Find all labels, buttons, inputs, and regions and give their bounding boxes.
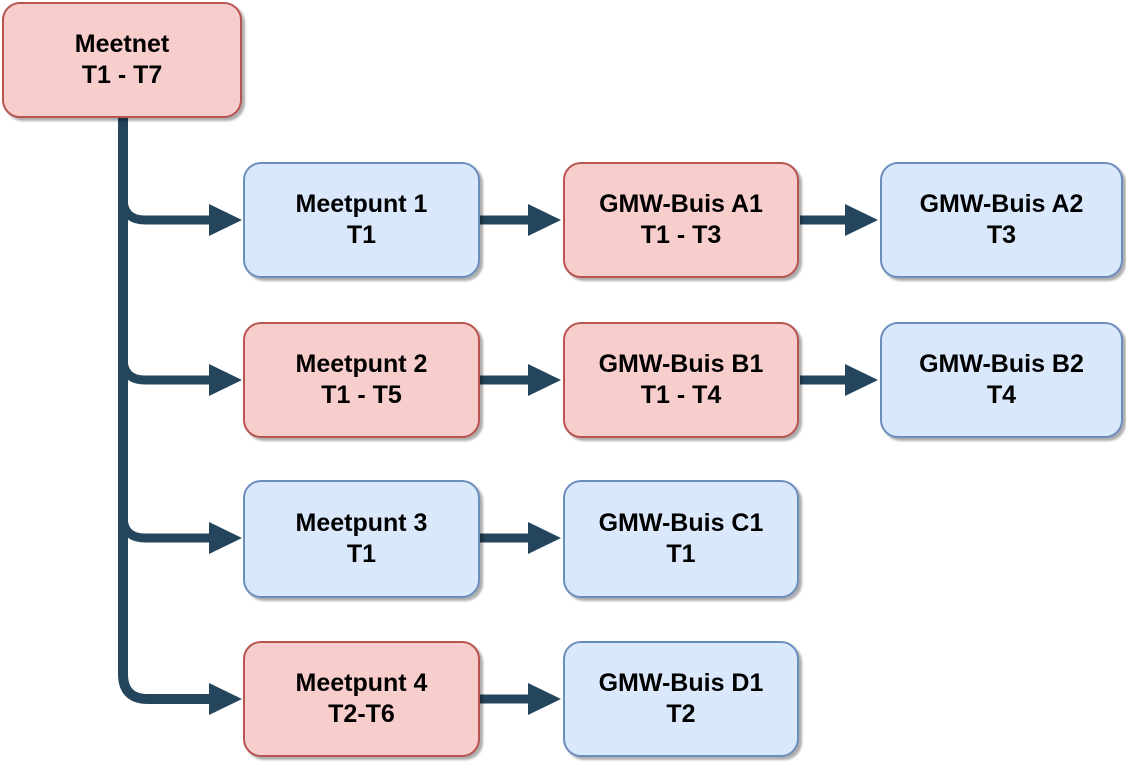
node-gmw-buis-b1: GMW-Buis B1 T1 - T4 [563, 322, 799, 438]
node-meetpunt-1: Meetpunt 1 T1 [243, 162, 480, 278]
node-gmw-buis-a1: GMW-Buis A1 T1 - T3 [563, 162, 799, 278]
node-meetpunt-2-range: T1 - T5 [321, 381, 402, 409]
connector-branch-row1 [118, 170, 210, 225]
node-meetpunt-3: Meetpunt 3 T1 [243, 480, 480, 598]
node-meetnet-name: Meetnet [74, 30, 170, 58]
node-gmw-buis-a2-range: T3 [986, 221, 1017, 249]
node-gmw-buis-a2: GMW-Buis A2 T3 [880, 162, 1123, 278]
connector-branch-row3 [118, 490, 210, 543]
arrowhead-meetpunt2-gmwb1 [528, 364, 561, 396]
node-gmw-buis-c1-range: T1 [666, 540, 696, 568]
node-meetpunt-3-range: T1 [346, 540, 377, 568]
node-gmw-buis-d1: GMW-Buis D1 T2 [563, 641, 799, 757]
node-gmw-buis-d1-range: T2 [666, 700, 696, 728]
arrowhead-meetpunt3-gmwc1 [528, 522, 561, 554]
node-gmw-buis-d1-name: GMW-Buis D1 [598, 669, 764, 697]
arrowhead-meetpunt1-gmwa1 [528, 204, 561, 236]
arrowhead-branch-row3 [209, 522, 242, 554]
connector-branch-row2 [118, 330, 210, 385]
node-meetpunt-4-range: T2-T6 [328, 700, 395, 728]
node-meetpunt-1-range: T1 [346, 221, 377, 249]
node-meetnet-range: T1 - T7 [81, 61, 163, 89]
node-gmw-buis-a1-range: T1 - T3 [640, 221, 722, 249]
arrowhead-branch-row4 [209, 683, 242, 715]
node-gmw-buis-a2-name: GMW-Buis A2 [919, 190, 1084, 218]
node-gmw-buis-b2: GMW-Buis B2 T4 [880, 322, 1123, 438]
node-gmw-buis-b1-range: T1 - T4 [640, 381, 722, 409]
node-gmw-buis-b2-name: GMW-Buis B2 [919, 350, 1084, 378]
node-meetpunt-2-name: Meetpunt 2 [295, 350, 428, 378]
node-meetpunt-4-name: Meetpunt 4 [295, 669, 428, 697]
connector-trunk [118, 118, 210, 704]
node-meetnet: Meetnet T1 - T7 [2, 2, 242, 118]
arrowhead-gmwb1-gmwb2 [845, 364, 878, 396]
node-meetpunt-3-name: Meetpunt 3 [295, 509, 428, 537]
arrowhead-branch-row2 [209, 364, 242, 396]
node-meetpunt-4: Meetpunt 4 T2-T6 [243, 641, 480, 757]
arrowhead-branch-row1 [209, 204, 242, 236]
arrowhead-meetpunt4-gmwd1 [528, 683, 561, 715]
node-gmw-buis-b2-range: T4 [986, 381, 1017, 409]
node-gmw-buis-c1: GMW-Buis C1 T1 [563, 480, 799, 598]
node-gmw-buis-b1-name: GMW-Buis B1 [598, 350, 764, 378]
node-gmw-buis-a1-name: GMW-Buis A1 [599, 190, 763, 218]
node-meetpunt-1-name: Meetpunt 1 [295, 190, 428, 218]
node-gmw-buis-c1-name: GMW-Buis C1 [598, 509, 764, 537]
arrowhead-gmwa1-gmwa2 [845, 204, 878, 236]
node-meetpunt-2: Meetpunt 2 T1 - T5 [243, 322, 480, 438]
